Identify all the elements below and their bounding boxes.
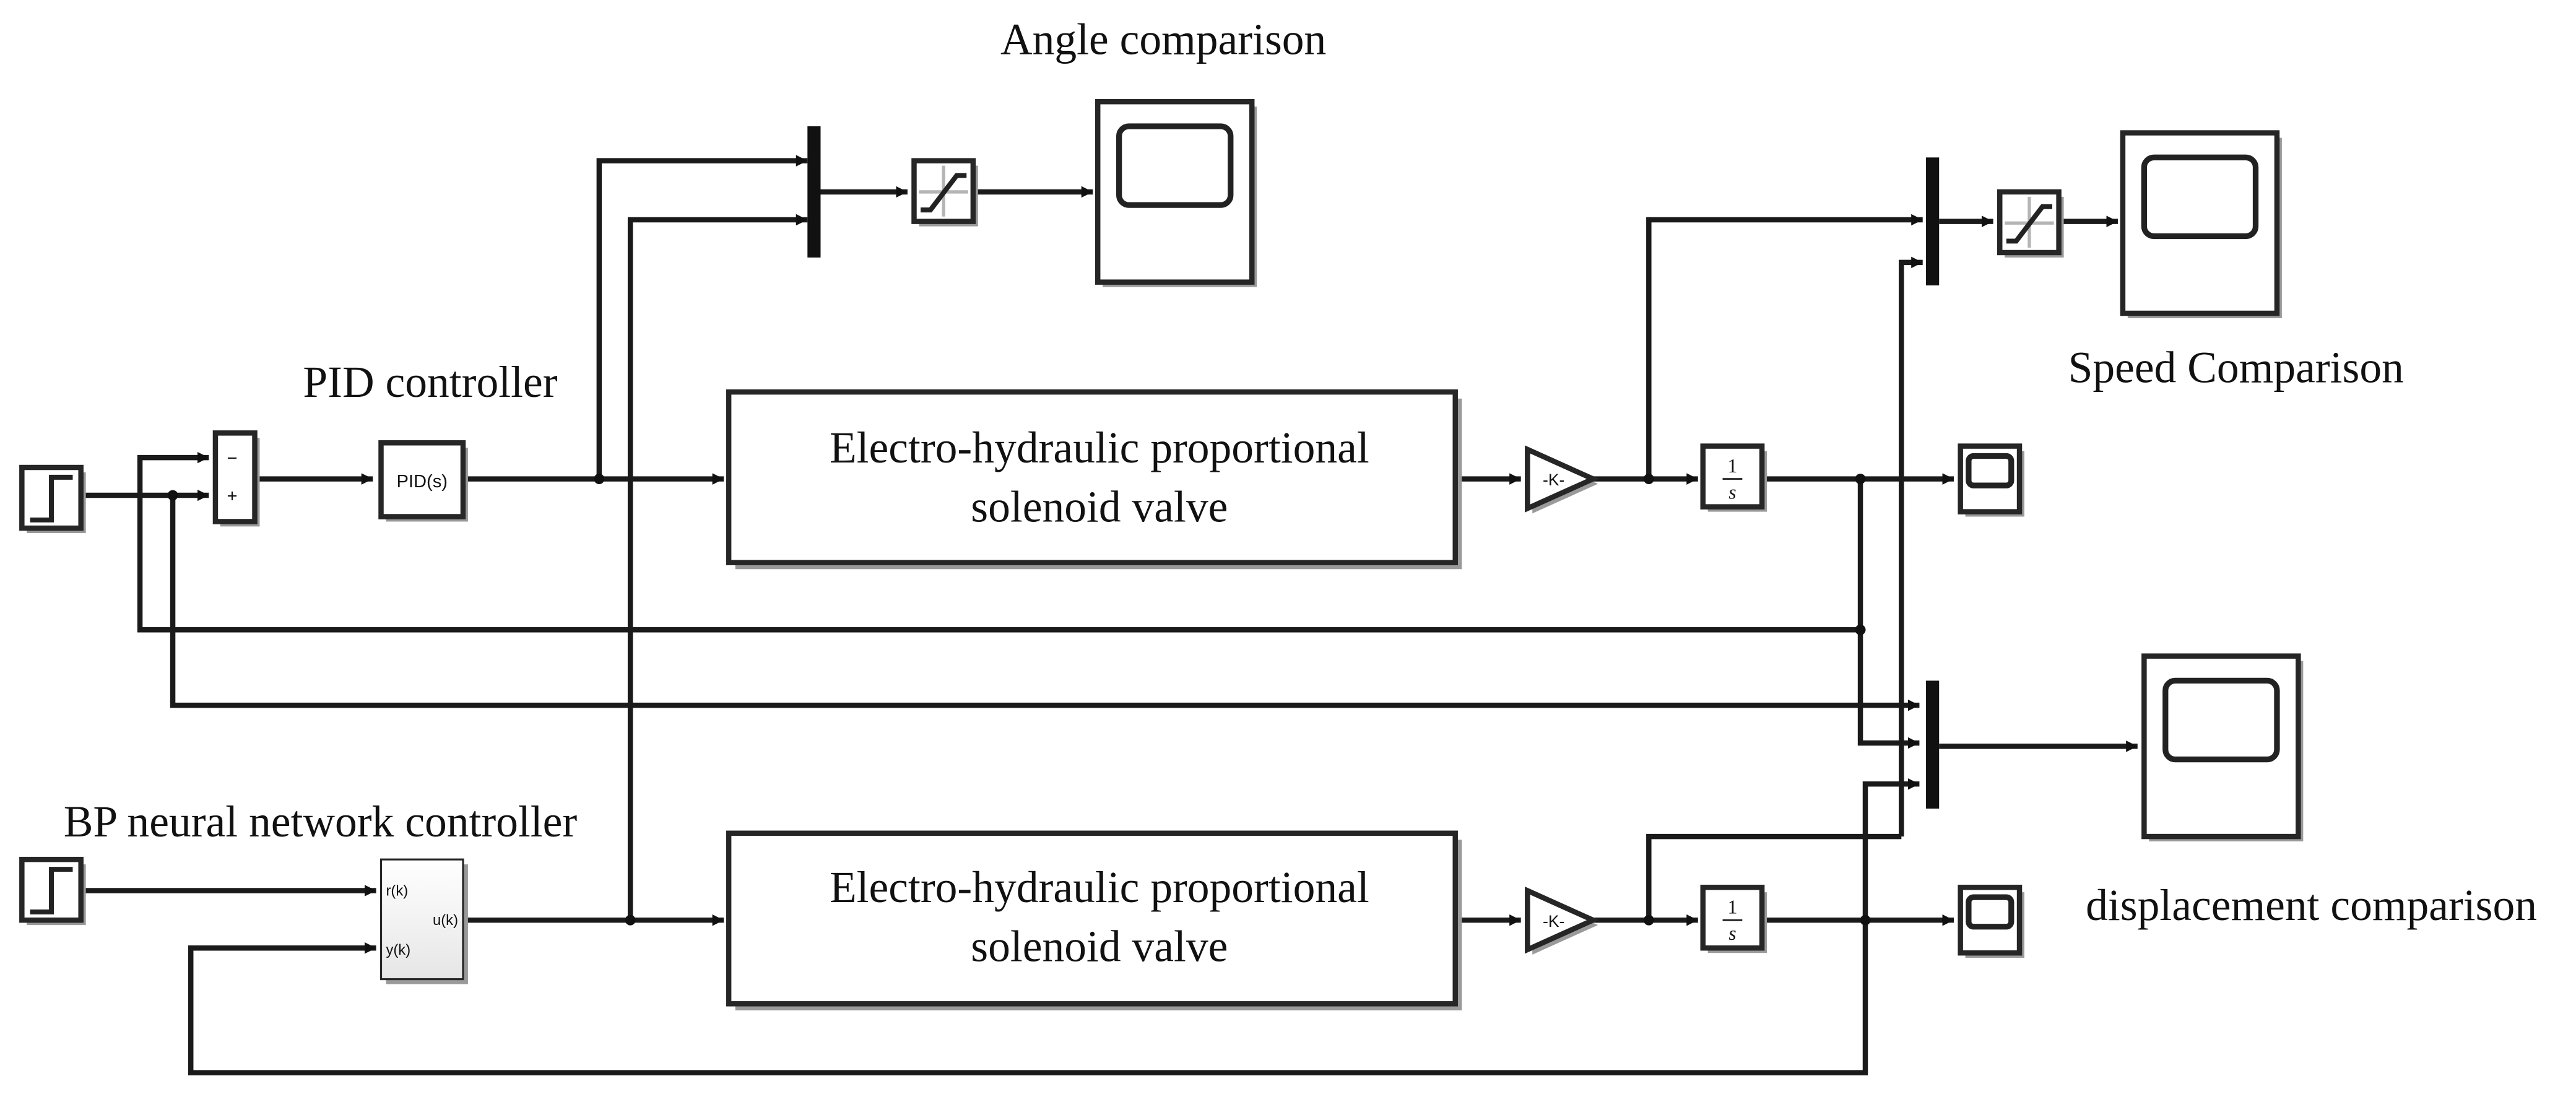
label-speed-comparison: Speed Comparison [2068, 343, 2404, 392]
mux-icon[interactable] [1926, 157, 1940, 285]
node [1855, 474, 1866, 485]
valve-block-top[interactable]: Electro-hydraulic proportional solenoid … [726, 389, 1462, 570]
integrator-top-den: s [1728, 481, 1736, 503]
node [625, 914, 636, 926]
scope-icon [1116, 123, 1234, 208]
scope-speed[interactable] [2120, 130, 2282, 318]
wire-gain2-branch [1646, 833, 1902, 921]
integrator-icon [1700, 884, 1765, 951]
sum-plus-sign: + [227, 487, 237, 506]
valve-top-line2: solenoid valve [971, 482, 1228, 531]
scope-icon [1966, 453, 2014, 488]
scope-icon [2162, 677, 2280, 763]
wire-speed1-to-mux2 [1646, 214, 1923, 479]
saturation-icon [921, 173, 967, 213]
wire-speed2-to-mux2 [1899, 256, 1923, 837]
gain-icon [1525, 445, 1600, 513]
pid-block[interactable]: PID(s) [378, 440, 468, 522]
saturation-block-1[interactable] [911, 158, 978, 227]
integrator-block-top[interactable]: 1 s [1700, 443, 1767, 512]
wire-int2-to-mux3 [1862, 778, 1920, 921]
step-block-bottom[interactable] [19, 856, 86, 926]
scope-icon [1966, 894, 2014, 930]
label-displacement-comparison: displacement comparison [2086, 881, 2537, 930]
scope-angle[interactable] [1095, 99, 1257, 287]
node [167, 490, 178, 501]
gain-bottom-label: -K- [1543, 912, 1564, 931]
wire-feedback-to-sum-minus [137, 451, 1861, 633]
integrator-bottom-num: 1 [1727, 896, 1737, 918]
scope-small-bottom[interactable] [1958, 884, 2024, 958]
saturation-icon [2006, 204, 2053, 244]
step-icon [30, 474, 73, 523]
node [1855, 624, 1866, 635]
valve-bottom-line1: Electro-hydraulic proportional [830, 863, 1369, 912]
scope-icon [2141, 154, 2259, 240]
label-angle-comparison: Angle comparison [1000, 15, 1326, 64]
wire-bp-to-mux1 [627, 214, 808, 921]
gain-top-label: -K- [1543, 471, 1564, 489]
bp-controller-block[interactable]: r(k) y(k) u(k) [379, 858, 468, 984]
gain-block-top[interactable]: -K- [1525, 445, 1600, 514]
valve-top-line1: Electro-hydraulic proportional [830, 423, 1369, 472]
integrator-icon [1700, 443, 1765, 510]
valve-block-bottom[interactable]: Electro-hydraulic proportional solenoid … [726, 830, 1462, 1010]
bp-port-uk: u(k) [433, 912, 458, 929]
sum-icon [212, 430, 258, 524]
scope-small-top[interactable] [1958, 443, 2024, 517]
valve-bottom-line2: solenoid valve [971, 922, 1228, 971]
step-icon [30, 867, 73, 914]
integrator-bottom-den: s [1728, 923, 1736, 944]
gain-icon [1525, 886, 1600, 954]
integrator-block-bottom[interactable]: 1 s [1700, 884, 1767, 953]
integrator-top-num: 1 [1727, 455, 1737, 477]
label-bp-controller: BP neural network controller [64, 797, 578, 846]
step-block-top[interactable] [19, 464, 86, 533]
node [1860, 914, 1871, 926]
node [1643, 914, 1654, 926]
saturation-block-2[interactable] [1997, 189, 2064, 258]
gain-block-bottom[interactable]: -K- [1525, 886, 1600, 955]
scope-displacement[interactable] [2141, 653, 2304, 842]
wire-reference-to-mux3 [170, 495, 1920, 711]
wire-pid-to-mux1 [596, 155, 808, 479]
mux-icon[interactable] [807, 126, 821, 258]
pid-label: PID(s) [396, 472, 448, 492]
mux-icon[interactable] [1926, 680, 1940, 809]
label-pid-controller: PID controller [303, 358, 557, 407]
sum-block[interactable]: − + [212, 430, 260, 527]
node [1643, 474, 1654, 485]
sum-minus-sign: − [227, 449, 237, 469]
wire-feedback-to-bp [188, 920, 1868, 1075]
branch-points [167, 474, 1871, 926]
node [594, 474, 605, 485]
bp-port-rk: r(k) [386, 882, 408, 899]
bp-port-yk: y(k) [386, 942, 410, 958]
